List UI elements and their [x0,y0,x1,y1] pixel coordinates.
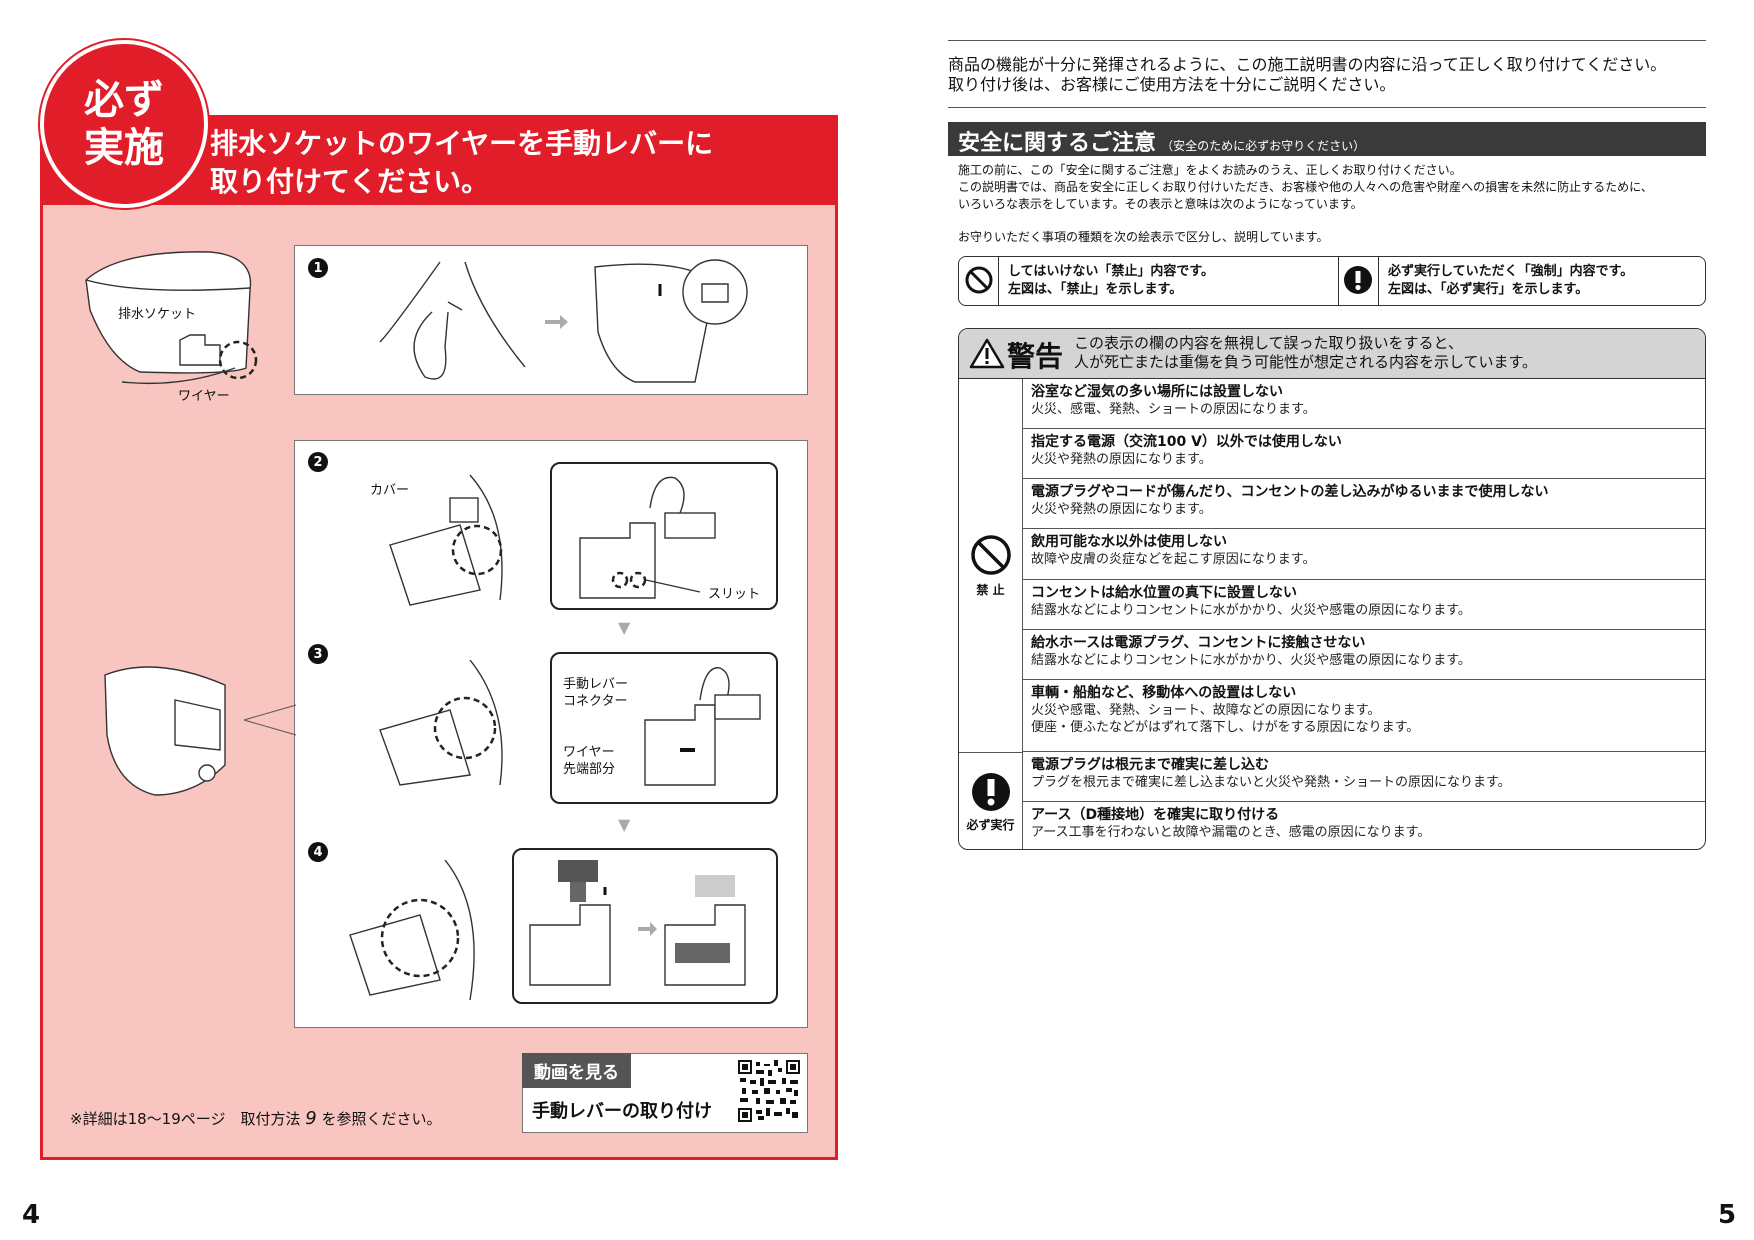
callout-pointer [243,704,297,736]
safety-section-bar: 安全に関するご注意 （安全のために必ずお守りください） [948,122,1706,156]
divider [998,256,999,306]
step2-detail-illustration [579,476,716,599]
step-number: 1 [308,258,328,278]
step3-detail [550,652,778,804]
mandatory-icon [971,772,1010,811]
mandatory-icon [1344,266,1372,294]
warning-table: 警告 この表示の欄の内容を無視して誤った取り扱いをすると、 人が死亡または重傷を… [958,328,1706,850]
page-number-left: 4 [22,1200,41,1230]
step1-illustration [379,259,748,383]
warning-row: 指定する電源（交流100 V）以外では使用しない 火災や発熱の原因になります。 [1022,429,1705,479]
warning-row: コンセントは給水位置の真下に設置しない 結露水などによりコンセントに水がかかり、… [1022,580,1705,630]
warning-label: 警告 [1007,340,1064,373]
warning-row: 飲用可能な水以外は使用しない 故障や皮膚の炎症などを起こす原因になります。 [1022,529,1705,580]
step-number: 2 [308,452,328,472]
warning-header: 警告 この表示の欄の内容を無視して誤った取り扱いをすると、 人が死亡または重傷を… [959,329,1705,379]
warning-row: 給水ホースは電源プラグ、コンセントに接触させない 結露水などによりコンセントに水… [1022,630,1705,680]
step-number: 3 [308,644,328,664]
divider [1338,256,1339,306]
step2-illustration [389,474,503,606]
prohibit-column: 禁 止 [959,379,1022,752]
prohibit-icon [965,266,993,294]
step-number: 4 [308,842,328,862]
warning-row: 車輌・船舶など、移動体への設置はしない 火災や感電、発熱、ショート、故障などの原… [1022,680,1705,752]
symbol-note: お守りいただく事項の種類を次の絵表示で区分し、説明しています。 [958,230,1329,244]
instruction-header: 排水ソケットのワイヤーを手動レバーに 取り付けてください。 [210,127,714,198]
qr-code-icon[interactable] [738,1060,800,1122]
page-number-right: 5 [1718,1200,1737,1230]
warning-row: 浴室など湿気の多い場所には設置しない 火災、感電、発熱、ショートの原因になります… [1022,379,1705,429]
toilet-side-illustration [104,666,226,796]
warning-row: アース（D種接地）を確実に取り付ける アース工事を行わないと故障や漏電のとき、感… [1022,802,1705,849]
warning-row: 電源プラグやコードが傷んだり、コンセントの差し込みがゆるいままで使用しない 火災… [1022,479,1705,529]
toilet-overview-illustration [85,251,258,385]
top-rule [948,40,1706,41]
warning-text: この表示の欄の内容を無視して誤った取り扱いをすると、 人が死亡または重傷を負う可… [1074,334,1538,371]
step2-detail [550,462,778,610]
divider [1378,256,1379,306]
wire-label: ワイヤー [178,389,230,404]
intro-rule [948,107,1706,108]
video-tag: 動画を見る [522,1053,631,1088]
cover-label: カバー [370,483,410,498]
step4-illustration [349,860,475,1001]
legend-mandatory-text: 必ず実行していただく「強制」内容です。 左図は、「必ず実行」を示します。 [1388,264,1634,297]
symbol-legend [958,256,1706,306]
step4-detail [512,848,778,1004]
arrow-down-icon: ▼ [618,815,631,834]
step3-illustration [379,660,503,786]
intro-text: 商品の機能が十分に発揮されるように、この施工説明書の内容に沿って正しく取り付けて… [948,55,1667,94]
mandatory-column: 必ず実行 [959,752,1022,849]
drain-socket-label: 排水ソケット [118,307,197,322]
footnote: ※詳細は18〜19ページ 取付方法 9 を参照ください。 [70,1108,442,1129]
video-title[interactable]: 手動レバーの取り付け [532,1101,712,1122]
prohibit-icon [970,535,1011,575]
slit-label: スリット [708,587,761,602]
warning-rows: 浴室など湿気の多い場所には設置しない 火災、感電、発熱、ショートの原因になります… [1022,379,1705,849]
safety-notes: 施工の前に、この「安全に関するご注意」をよくお読みのうえ、正しくお取り付けくださ… [958,163,1653,211]
warning-row: 電源プラグは根元まで確実に差し込む プラグを根元まで確実に差し込まないと火災や発… [1022,752,1705,802]
lever-connector-label: 手動レバー コネクター [563,677,629,709]
wire-tip-label: ワイヤー 先端部分 [563,745,616,777]
legend-prohibit-text: してはいけない「禁止」内容です。 左図は、「禁止」を示します。 [1008,264,1215,297]
step3-detail-illustration [644,667,761,786]
warning-triangle-icon [969,338,1005,369]
arrow-down-icon: ▼ [618,618,631,637]
step4-detail-illustration [529,860,746,986]
must-do-badge: 必ず 実施 [40,40,208,208]
safety-section-subtitle: （安全のために必ずお守りください） [1161,139,1366,153]
safety-section-title: 安全に関するご注意 [958,131,1157,156]
